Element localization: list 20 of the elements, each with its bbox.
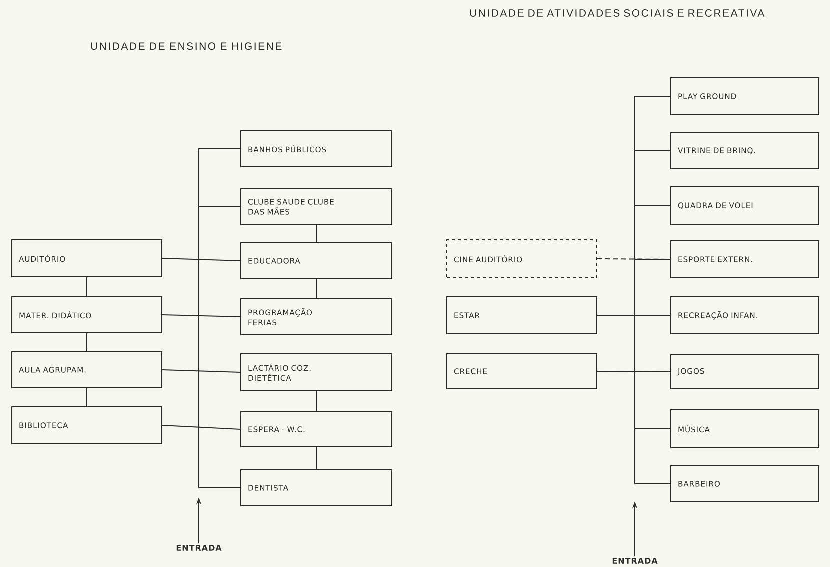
connector-line bbox=[634, 428, 671, 484]
connector-line bbox=[86, 277, 88, 297]
connector-line bbox=[316, 279, 317, 299]
connector-line bbox=[162, 370, 241, 373]
entrance-label: ENTRADA bbox=[176, 545, 222, 551]
connector-line bbox=[198, 206, 241, 488]
connector-line bbox=[597, 315, 671, 316]
connector-line bbox=[316, 447, 317, 470]
connector-line bbox=[597, 258, 671, 260]
connector-line bbox=[597, 371, 671, 372]
connector-line bbox=[86, 333, 88, 352]
connector-line bbox=[86, 388, 88, 407]
connector-line bbox=[316, 225, 317, 243]
connector-line bbox=[162, 425, 241, 430]
entrance-label: ENTRADA bbox=[612, 558, 658, 564]
section-heading: UNIDADE DE ENSINO E HIGIENE bbox=[91, 42, 282, 50]
connector-line bbox=[316, 391, 317, 412]
section-heading: UNIDADE DE ATIVIDADES SOCIAIS E RECREATIVA bbox=[470, 10, 765, 17]
connector-line bbox=[162, 314, 241, 318]
connector-line bbox=[162, 258, 241, 262]
